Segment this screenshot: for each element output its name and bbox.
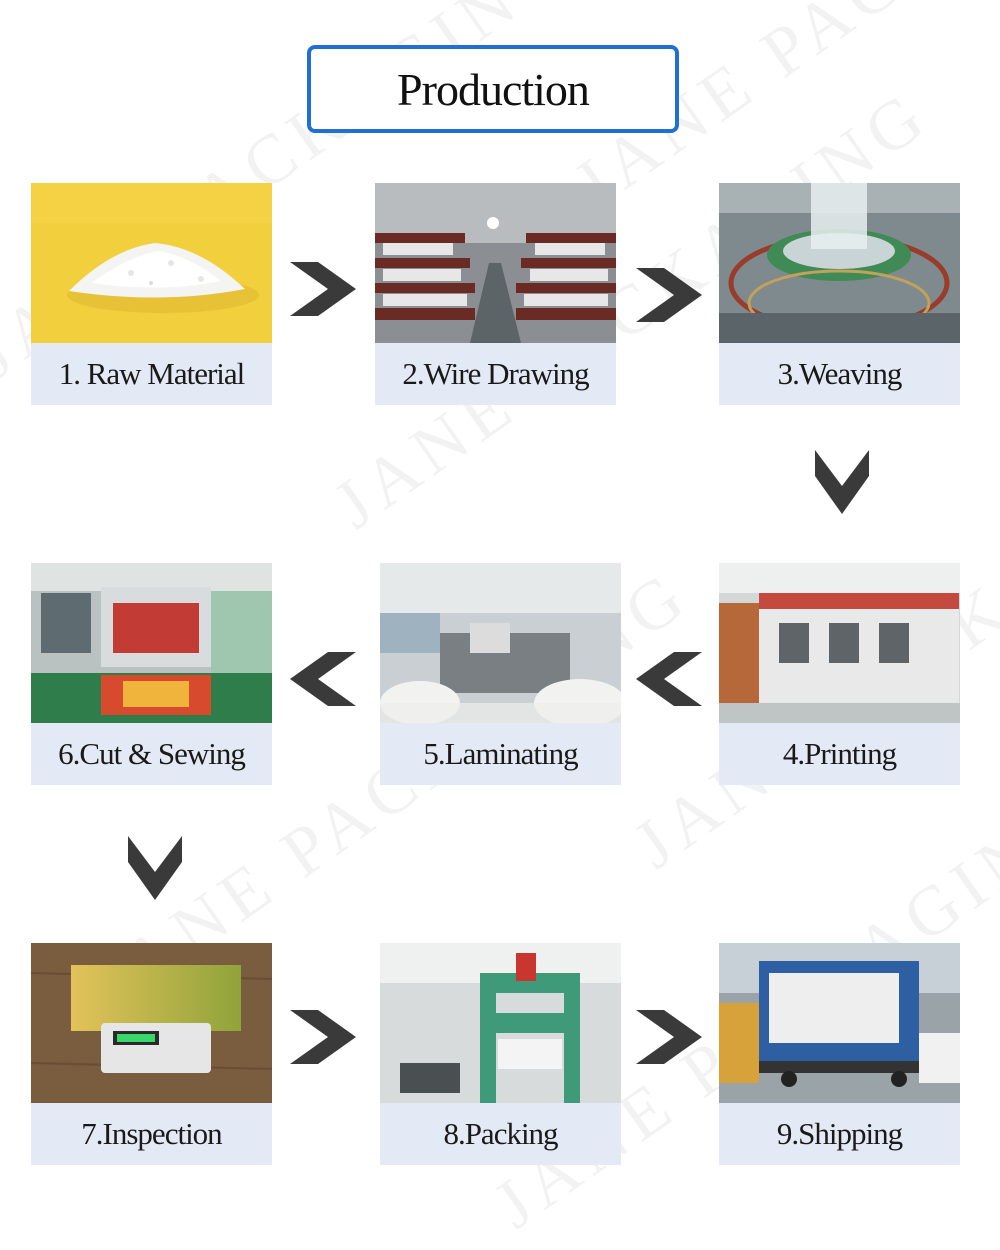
step-printing: 4.Printing: [719, 563, 960, 785]
step-weaving: 3.Weaving: [719, 183, 960, 405]
weaving-photo: [719, 183, 960, 343]
wire-drawing-photo: [375, 183, 616, 343]
cut-sewing-photo: [31, 563, 272, 723]
step-cut-sewing: 6.Cut & Sewing: [31, 563, 272, 785]
chevron-left-icon: [290, 652, 356, 706]
chevron-right-icon: [636, 1010, 702, 1064]
chevron-right-icon: [290, 1010, 356, 1064]
step-label: 2.Wire Drawing: [375, 343, 616, 405]
step-packing: 8.Packing: [380, 943, 621, 1165]
inspection-photo: [31, 943, 272, 1103]
step-label: 6.Cut & Sewing: [31, 723, 272, 785]
title-box: Production: [307, 45, 679, 133]
step-label: 4.Printing: [719, 723, 960, 785]
step-label: 9.Shipping: [719, 1103, 960, 1165]
chevron-left-icon: [636, 652, 702, 706]
printing-photo: [719, 563, 960, 723]
step-label: 1. Raw Material: [31, 343, 272, 405]
step-label: 3.Weaving: [719, 343, 960, 405]
step-label: 8.Packing: [380, 1103, 621, 1165]
step-raw-material: 1. Raw Material: [31, 183, 272, 405]
laminating-photo: [380, 563, 621, 723]
raw-material-photo: [31, 183, 272, 343]
step-label: 7.Inspection: [31, 1103, 272, 1165]
page-title: Production: [397, 63, 590, 115]
chevron-right-icon: [290, 262, 356, 316]
chevron-right-icon: [636, 268, 702, 322]
step-wire-drawing: 2.Wire Drawing: [375, 183, 616, 405]
chevron-down-icon: [815, 450, 869, 514]
shipping-photo: [719, 943, 960, 1103]
step-laminating: 5.Laminating: [380, 563, 621, 785]
step-label: 5.Laminating: [380, 723, 621, 785]
step-shipping: 9.Shipping: [719, 943, 960, 1165]
step-inspection: 7.Inspection: [31, 943, 272, 1165]
packing-photo: [380, 943, 621, 1103]
chevron-down-icon: [128, 836, 182, 900]
